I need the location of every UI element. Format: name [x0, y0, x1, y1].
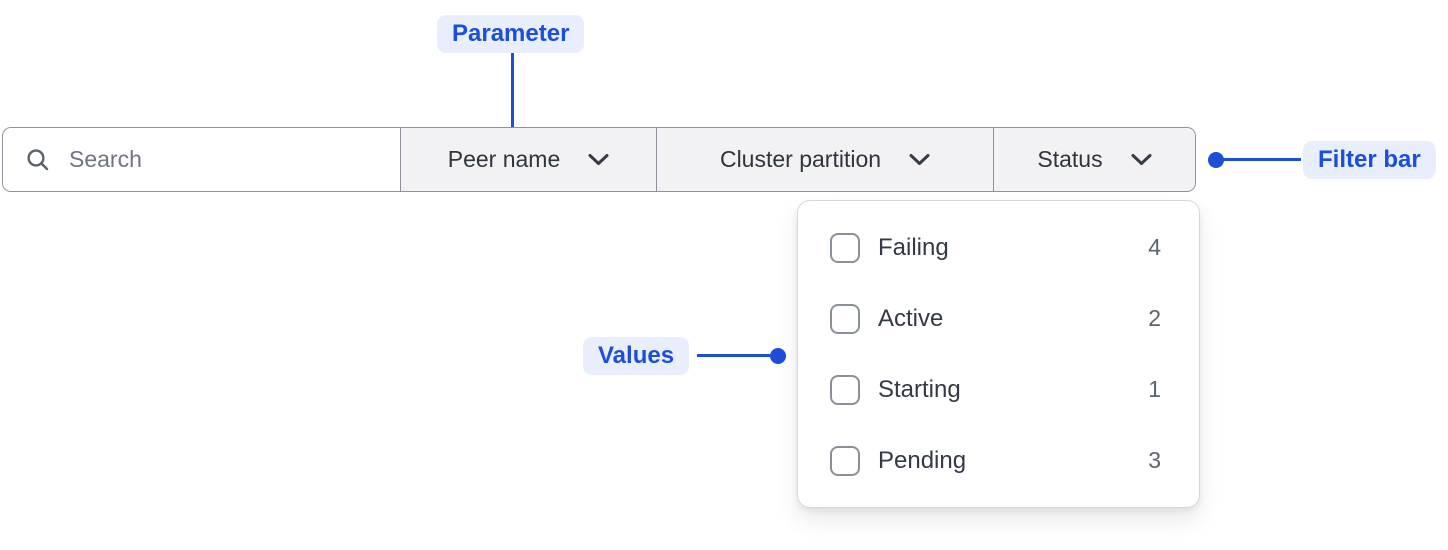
parameter-connector-line	[511, 53, 514, 141]
filter-bar-connector-line	[1216, 158, 1301, 161]
option-count: 2	[1148, 305, 1161, 331]
checkbox[interactable]	[830, 374, 860, 405]
search-cell	[3, 128, 401, 191]
dropdown-label: Peer name	[447, 146, 561, 172]
annotation-badge-filter-bar: Filter bar	[1303, 141, 1436, 179]
option-count: 3	[1148, 447, 1161, 473]
option-count: 4	[1148, 234, 1161, 260]
checkbox[interactable]	[830, 303, 860, 334]
option-label: Failing	[878, 233, 949, 261]
annotation-badge-values: Values	[583, 337, 690, 375]
filter-dropdown-cluster-partition[interactable]: Cluster partition	[657, 128, 994, 191]
chevron-down-icon	[909, 154, 930, 165]
filter-dropdown-peer-name[interactable]: Peer name	[401, 128, 657, 191]
checkbox[interactable]	[830, 232, 860, 263]
filter-dropdown-status[interactable]: Status	[994, 128, 1195, 191]
checkbox[interactable]	[830, 445, 860, 476]
option-row-active[interactable]: Active 2	[798, 283, 1199, 354]
status-options-panel: Failing 4 Active 2 Starting 1 Pending 3	[797, 200, 1200, 508]
search-input[interactable]	[69, 146, 369, 173]
filter-bar: Peer name Cluster partition Status	[2, 127, 1196, 192]
option-row-pending[interactable]: Pending 3	[798, 425, 1199, 496]
dropdown-label: Status	[1037, 146, 1103, 172]
annotation-badge-parameter: Parameter	[437, 15, 585, 53]
search-icon	[27, 148, 49, 170]
dropdown-label: Cluster partition	[719, 146, 882, 172]
values-connector-line	[697, 354, 770, 357]
chevron-down-icon	[588, 154, 609, 165]
option-row-starting[interactable]: Starting 1	[798, 354, 1199, 425]
option-count: 1	[1148, 376, 1161, 402]
values-connector-dot	[770, 348, 786, 364]
option-label: Starting	[878, 375, 961, 403]
chevron-down-icon	[1131, 154, 1152, 165]
option-row-failing[interactable]: Failing 4	[798, 212, 1199, 283]
option-label: Active	[878, 304, 944, 332]
option-label: Pending	[878, 446, 967, 474]
